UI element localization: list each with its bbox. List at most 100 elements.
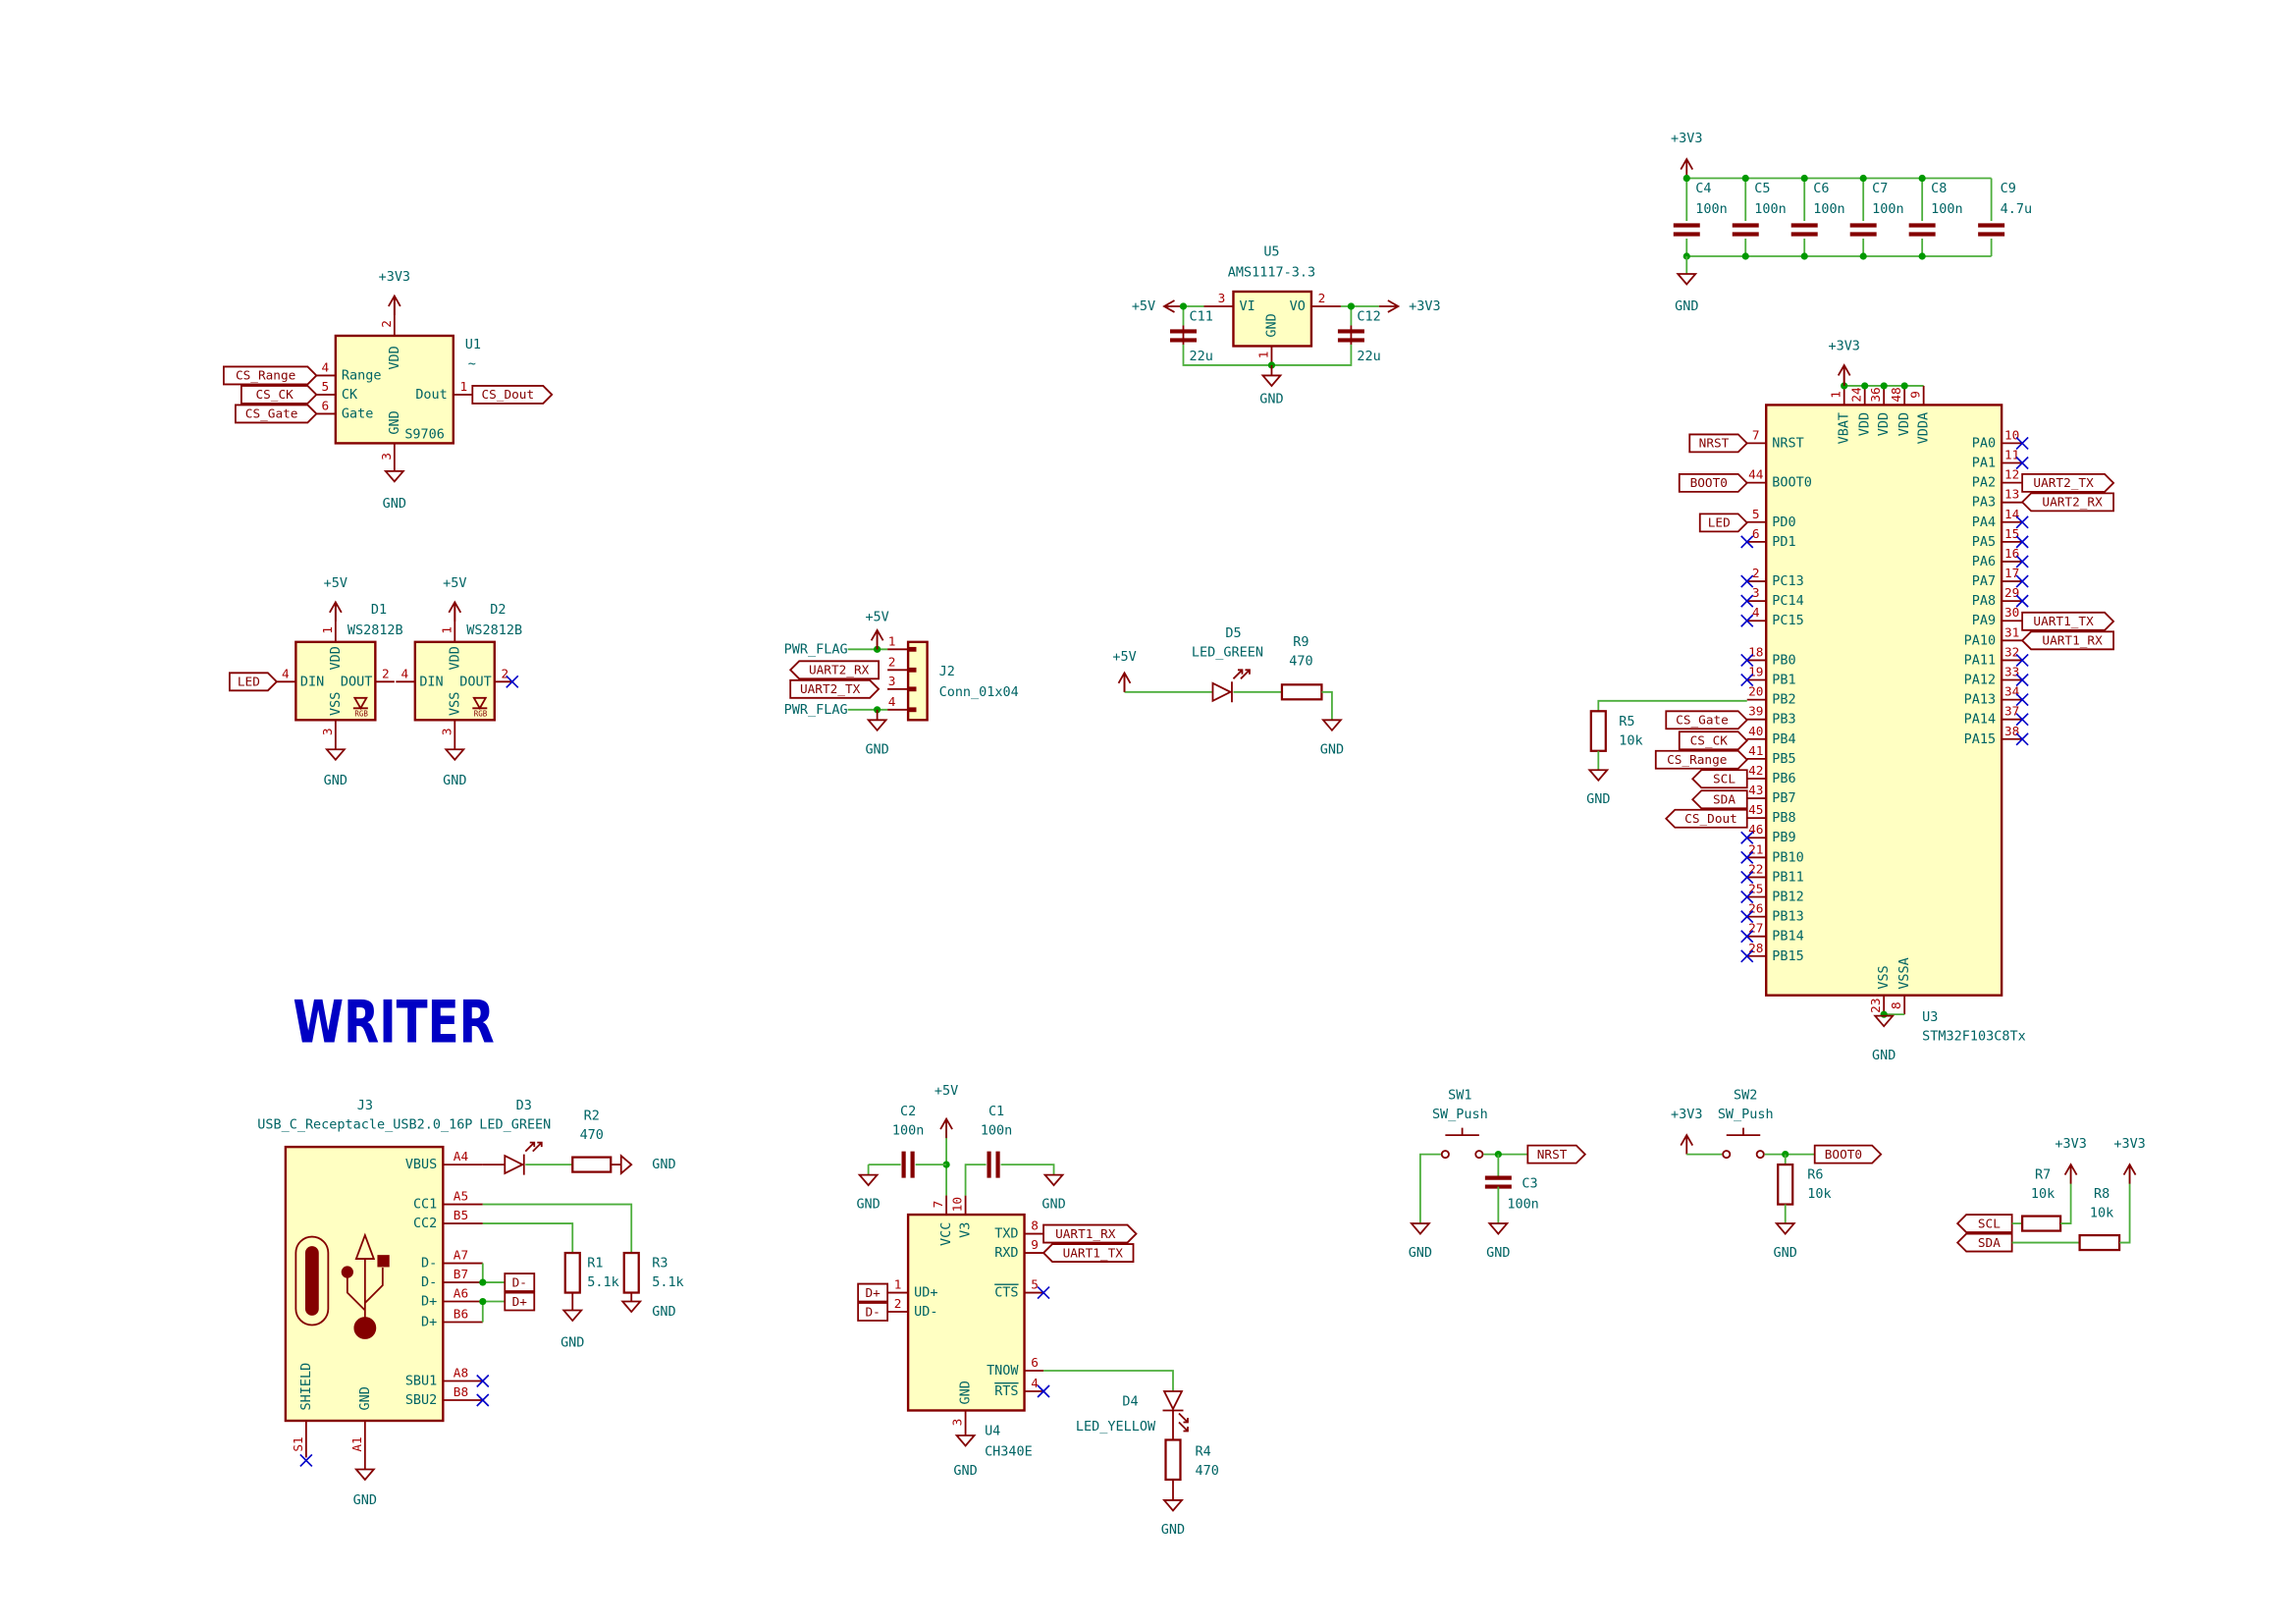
pin-name: PB12 [1772,890,1803,905]
cs-range-label: CS_Range [1667,753,1727,768]
power-arrow-icon [329,600,343,622]
reference: J3 [357,1098,373,1113]
pin-number: 4 [1031,1377,1039,1391]
wire [1418,1153,1441,1224]
pin-name: D+ [421,1294,437,1310]
capacitor-icon [1484,1175,1512,1189]
value: 100n [892,1123,924,1139]
value: 10k [1807,1186,1831,1202]
gnd-label: GND [1259,391,1283,406]
pin-name: D+ [421,1315,437,1330]
cs-dout-label: CS_Dout [1684,812,1737,827]
wire [2060,1164,2072,1224]
pin-name: DOUT [341,674,372,689]
value: LED_GREEN [1192,644,1263,660]
cs-dout-label-shape [471,385,554,405]
capacitor-icon [1732,223,1759,237]
wire [482,1222,574,1254]
wire [481,1263,506,1283]
pin-name: VDD [447,646,462,670]
ground-icon [866,719,888,732]
power-arrow-icon [1378,299,1401,313]
reference: C6 [1813,181,1829,196]
pin-number: 3 [440,728,454,735]
capacitor-icon [1978,223,2005,237]
reference: U4 [985,1423,1000,1438]
pin-number: A7 [454,1249,468,1264]
pin-name: PC15 [1772,613,1803,628]
reference: U1 [465,337,481,352]
led-icon [504,1154,525,1175]
pin-name: PB5 [1772,751,1795,767]
pin-number: 10 [2004,428,2019,443]
pin-number: 3 [1752,586,1760,601]
usb-c-port-icon [294,1235,330,1326]
uart2-tx-label: UART2_TX [800,682,861,697]
pin-name: PB11 [1772,869,1803,885]
value: 100n [1931,201,1962,217]
no-connect-icon [1037,1384,1050,1398]
reference: C5 [1754,181,1770,196]
u4-ch340e-body [906,1213,1026,1412]
no-connect-icon [2015,574,2029,588]
pin-name: SHIELD [298,1363,314,1411]
power-label: +5V [865,609,888,624]
cs-ck-label-shape [1678,731,1749,751]
ground-icon [1042,1173,1065,1187]
pin-name: TNOW [987,1363,1019,1379]
gnd-label: GND [652,1304,675,1320]
pin-name: PA1 [1972,456,1996,471]
ground-icon [954,1435,977,1447]
junction-dot [479,1297,487,1306]
d-minus-label: D- [512,1275,527,1290]
sda-label: SDA [1978,1236,2001,1251]
cs-gate-label: CS_Gate [245,407,298,422]
pin-number: 3 [1218,292,1226,306]
wire [1182,344,1353,366]
junction-dot [1859,252,1867,260]
no-connect-icon [1740,850,1754,864]
gnd-label: GND [865,741,888,757]
no-connect-icon [2015,673,2029,687]
resistor-icon [622,1251,640,1294]
pin-name: Dout [415,387,447,403]
ground-icon [353,1468,376,1482]
reference: SW1 [1448,1088,1471,1104]
gnd-label: GND [1320,741,1344,757]
pin-name: VDD [1876,412,1892,436]
nrst-label: NRST [1537,1148,1568,1163]
no-connect-icon [1740,653,1754,667]
pin-name: VDDA [1916,412,1932,444]
led-label-shape [1698,513,1749,533]
pin-number: 43 [1748,784,1763,798]
value: 5.1k [587,1274,618,1290]
pin-number: 36 [1869,387,1884,402]
pin-name: VDD [1896,412,1912,436]
pin-number: 24 [1850,387,1865,403]
pin-name: PA8 [1972,593,1996,609]
no-connect-icon [2015,732,2029,746]
ground-icon [444,748,466,762]
cs-gate-label-shape [234,404,318,424]
resistor-icon [1777,1163,1794,1206]
nrst-label-shape [1688,433,1749,454]
capacitor-icon [987,1151,1000,1178]
part-name: S9706 [404,426,445,442]
junction-dot [1880,382,1888,390]
gnd-label: GND [1774,1245,1797,1261]
pin-number: 1 [894,1278,902,1293]
sda-label-shape [1690,789,1748,810]
value: 22u [1357,349,1380,364]
gnd-label: GND [856,1197,880,1213]
uart1-rx-label-shape [1042,1223,1138,1244]
pin-name: PB9 [1772,830,1795,845]
no-connect-icon [1037,1285,1050,1300]
reference: SW2 [1734,1088,1757,1104]
pin-number: 37 [2004,705,2019,720]
value: 470 [1289,653,1312,669]
resistor-icon [1589,710,1607,752]
value: SW_Push [1718,1107,1774,1122]
ground-icon [324,748,347,762]
gnd-label: GND [353,1492,377,1508]
pin-number: 8 [1890,1001,1904,1009]
